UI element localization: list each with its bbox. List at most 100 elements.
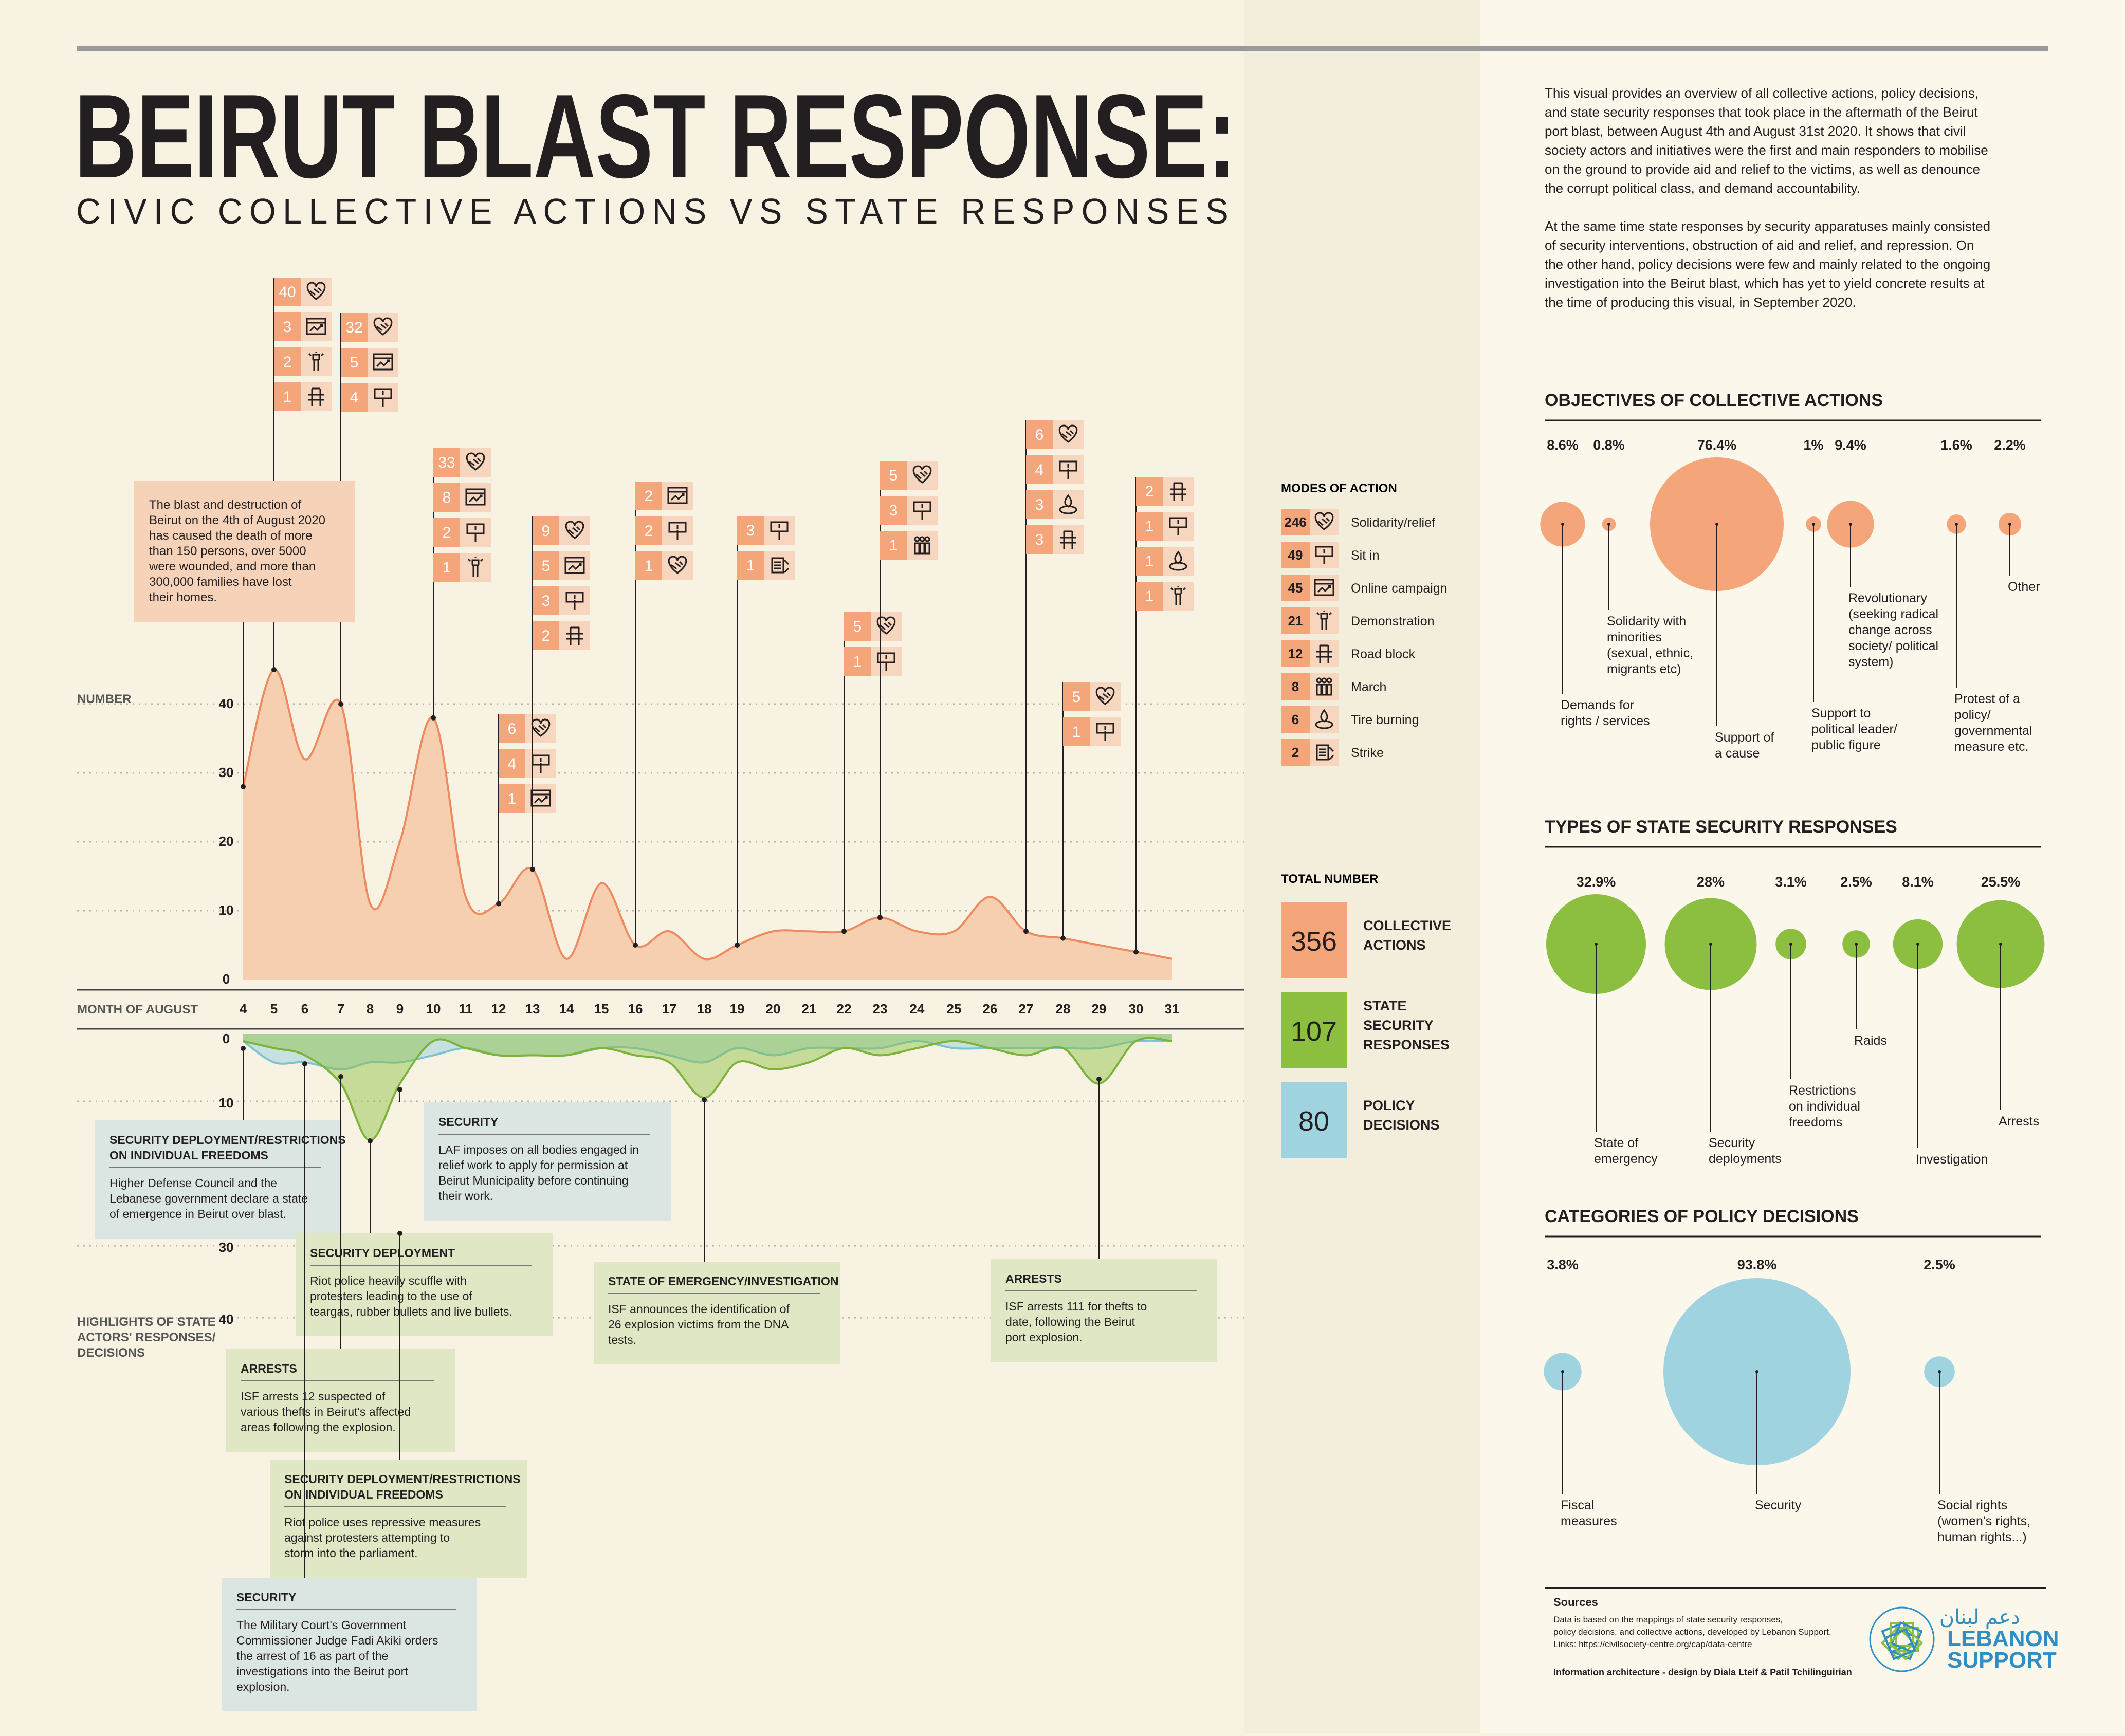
blast-note-line: Beirut on the 4th of August 2020 bbox=[149, 513, 325, 527]
bubble-label: change across bbox=[1848, 623, 1932, 637]
bubble-label: measure etc. bbox=[1954, 740, 2029, 754]
icon-shape bbox=[1316, 644, 1332, 663]
online-campaign-icon bbox=[530, 789, 551, 807]
flag-count: 1 bbox=[1145, 588, 1154, 605]
placard-icon bbox=[913, 501, 931, 520]
flag-count: 5 bbox=[542, 558, 551, 575]
highlight-point bbox=[302, 1061, 307, 1066]
x-tick-label: 4 bbox=[240, 1001, 247, 1017]
icon-shape bbox=[1316, 684, 1332, 696]
highlight-body: port explosion. bbox=[1005, 1331, 1083, 1344]
placard-icon bbox=[1096, 723, 1114, 741]
highlight-body: Commissioner Judge Fadi Akiki orders bbox=[236, 1634, 438, 1647]
bubble-label: Investigation bbox=[1916, 1152, 1988, 1167]
blast-note-line: has caused the death of more bbox=[149, 529, 313, 543]
flag-count: 1 bbox=[1072, 724, 1081, 741]
flag-icon-cell bbox=[907, 461, 938, 490]
flag-count-cell bbox=[499, 784, 525, 813]
flag-count: 2 bbox=[443, 524, 451, 541]
placard-icon bbox=[374, 388, 392, 407]
online-campaign-icon bbox=[306, 318, 326, 335]
sources-line: Links: https://civilsociety-centre.org/c… bbox=[1553, 1639, 1752, 1649]
highlights-axis-label-1: HIGHLIGHTS OF STATE bbox=[77, 1315, 216, 1329]
mode-count-cell bbox=[1281, 607, 1310, 634]
total-label: ACTIONS bbox=[1363, 937, 1426, 953]
flag-count: 1 bbox=[1145, 553, 1154, 570]
x-tick-label: 25 bbox=[947, 1001, 962, 1017]
y-tick-label-lower: 0 bbox=[223, 1031, 230, 1046]
icon-shape bbox=[1061, 430, 1074, 439]
y-tick-label: 40 bbox=[219, 696, 234, 711]
intro-line: the other hand, policy decisions were fe… bbox=[1545, 256, 1990, 272]
y-tick-label: 30 bbox=[219, 765, 234, 780]
icon-shape bbox=[466, 492, 485, 503]
highlight-box bbox=[222, 1578, 477, 1711]
mode-count-cell bbox=[1281, 706, 1310, 733]
highlights-axis-label-2: ACTORS' RESPONSES/ bbox=[77, 1331, 216, 1344]
bubble-label: freedoms bbox=[1789, 1115, 1842, 1130]
flag-point bbox=[735, 943, 740, 948]
placard-icon bbox=[1315, 546, 1333, 564]
flag-count-cell bbox=[1026, 420, 1053, 449]
bubble-label: political leader/ bbox=[1811, 722, 1897, 736]
flag-count-cell bbox=[635, 516, 662, 545]
highlight-body: areas following the explosion. bbox=[241, 1420, 396, 1434]
x-tick-label: 18 bbox=[697, 1001, 712, 1017]
total-label: RESPONSES bbox=[1363, 1037, 1450, 1052]
icon-shape bbox=[1060, 530, 1076, 549]
icon-shape bbox=[919, 536, 925, 542]
flag-count: 3 bbox=[1035, 531, 1044, 548]
highlight-body: Riot police uses repressive measures bbox=[284, 1516, 481, 1529]
handshake-heart-icon bbox=[1314, 512, 1334, 530]
highlight-box bbox=[95, 1120, 342, 1239]
road-block-icon bbox=[1316, 644, 1332, 663]
bubble-label: human rights...) bbox=[1937, 1530, 2027, 1544]
highlight-title: SECURITY DEPLOYMENT/RESTRICTIONS bbox=[284, 1472, 521, 1486]
flag-count: 2 bbox=[542, 627, 551, 644]
bubble-label: minorities bbox=[1607, 630, 1662, 644]
page-title: BEIRUT BLAST RESPONSE: bbox=[75, 70, 1236, 203]
flag-count-cell bbox=[635, 551, 662, 580]
total-swatch bbox=[1281, 992, 1347, 1068]
placard-icon bbox=[1169, 517, 1187, 535]
flag-count: 1 bbox=[645, 558, 653, 575]
blast-note-point bbox=[241, 784, 246, 789]
icon-shape bbox=[1326, 677, 1332, 684]
flag-count-cell bbox=[433, 483, 460, 512]
flag-point bbox=[1023, 929, 1029, 934]
strike-icon bbox=[771, 557, 790, 574]
flag-count: 2 bbox=[645, 523, 653, 540]
intro-line: investigation into the Beirut blast, whi… bbox=[1545, 275, 1985, 291]
left-panel-bg bbox=[0, 0, 1244, 1733]
lebanon-support-logo bbox=[1869, 1606, 1935, 1672]
x-tick-label: 7 bbox=[337, 1001, 344, 1017]
flag-count-cell bbox=[1026, 455, 1053, 484]
bubble-label: deployments bbox=[1709, 1152, 1782, 1166]
icon-shape bbox=[876, 616, 896, 635]
highlight-body: 26 explosion victims from the DNA bbox=[608, 1318, 789, 1331]
bubble-label: Revolutionary bbox=[1848, 591, 1927, 605]
flag-point bbox=[496, 901, 501, 907]
flag-count-cell bbox=[274, 312, 301, 341]
highlight-point bbox=[338, 1074, 343, 1079]
mode-count-cell bbox=[1281, 739, 1310, 766]
flag-count: 3 bbox=[283, 319, 292, 336]
icon-shape bbox=[668, 491, 687, 501]
total-label: POLICY bbox=[1363, 1098, 1415, 1113]
flag-count-cell bbox=[499, 749, 525, 778]
total-swatch bbox=[1281, 1082, 1347, 1158]
flag-count: 2 bbox=[1145, 483, 1154, 500]
icon-shape bbox=[465, 488, 486, 506]
bubble-label: Arrests bbox=[1999, 1114, 2039, 1129]
bubble-percent: 3.1% bbox=[1775, 874, 1807, 890]
mode-icon-cell bbox=[1310, 509, 1339, 535]
handshake-heart-icon bbox=[565, 521, 584, 539]
flag-count-cell bbox=[1136, 582, 1163, 611]
handshake-heart-icon bbox=[876, 616, 896, 635]
mode-count-cell bbox=[1281, 542, 1310, 568]
icon-shape bbox=[1319, 746, 1334, 761]
highlight-body: the arrest of 16 as part of the bbox=[236, 1649, 388, 1663]
highlight-body: The Military Court's Government bbox=[236, 1618, 407, 1632]
tire-burning-icon bbox=[1315, 709, 1333, 729]
placard-icon bbox=[877, 652, 895, 671]
